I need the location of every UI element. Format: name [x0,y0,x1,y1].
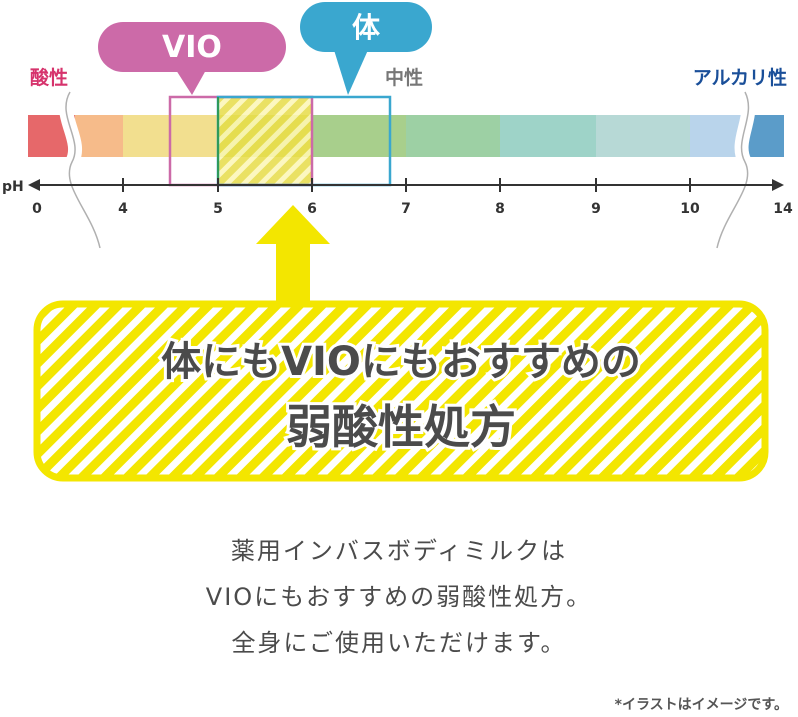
ph-spectrum-bar [28,115,784,157]
spectrum-segment [406,115,500,157]
ph-tick-label: 7 [401,201,411,217]
ph-axis-label: pH [2,179,24,195]
alkaline-label: アルカリ性 [693,66,787,89]
ph-axis-arrow-left [28,179,40,191]
body-callout-pointer [334,50,368,95]
ph-tick-label: 0 [32,201,42,217]
vio-callout-bubble [98,22,286,72]
ph-axis-ticks: 0 4 5 6 7 8 9 10 14 [32,178,793,217]
illustration-note: *イラストはイメージです。 [614,697,788,713]
ph-tick-label: 9 [591,201,601,217]
description-line1: 薬用インバスボディミルクは [230,537,568,565]
scale-break-left-outline [65,91,101,249]
spectrum-segment [596,115,690,157]
description-line3: 全身にご使用いただけます。 [231,629,567,657]
spectrum-segment [75,115,123,157]
description-line2: VIOにもおすすめの弱酸性処方。 [205,583,593,611]
spectrum-segment [500,115,596,157]
neutral-label: 中性 [385,66,423,89]
headline-line2: 弱酸性処方 [286,400,516,454]
vio-callout-label: VIO [162,30,222,65]
highlight-up-arrow [256,205,330,305]
ph-tick-label: 5 [213,201,223,217]
body-callout-label: 体 [352,11,381,44]
ph-tick-label: 10 [680,201,700,217]
scale-break-right-outline [716,91,750,249]
ph-axis-arrow-right [772,179,784,191]
headline-panel [33,300,769,482]
headline-line1: 体にもVIOにもおすすめの [161,339,641,385]
spectrum-segment [690,115,742,157]
description-text: 薬用インバスボディミルクは VIOにもおすすめの弱酸性処方。 全身にご使用いただ… [0,528,798,666]
ph-tick-label: 8 [495,201,505,217]
ph-tick-label: 4 [118,201,128,217]
acid-label: 酸性 [30,66,68,89]
overlap-range-region [218,97,312,185]
body-callout-bubble [300,2,432,52]
ph-tick-label: 14 [773,201,793,217]
ph-tick-label: 6 [307,201,317,217]
spectrum-segment [312,115,406,157]
vio-callout-pointer [176,70,206,95]
